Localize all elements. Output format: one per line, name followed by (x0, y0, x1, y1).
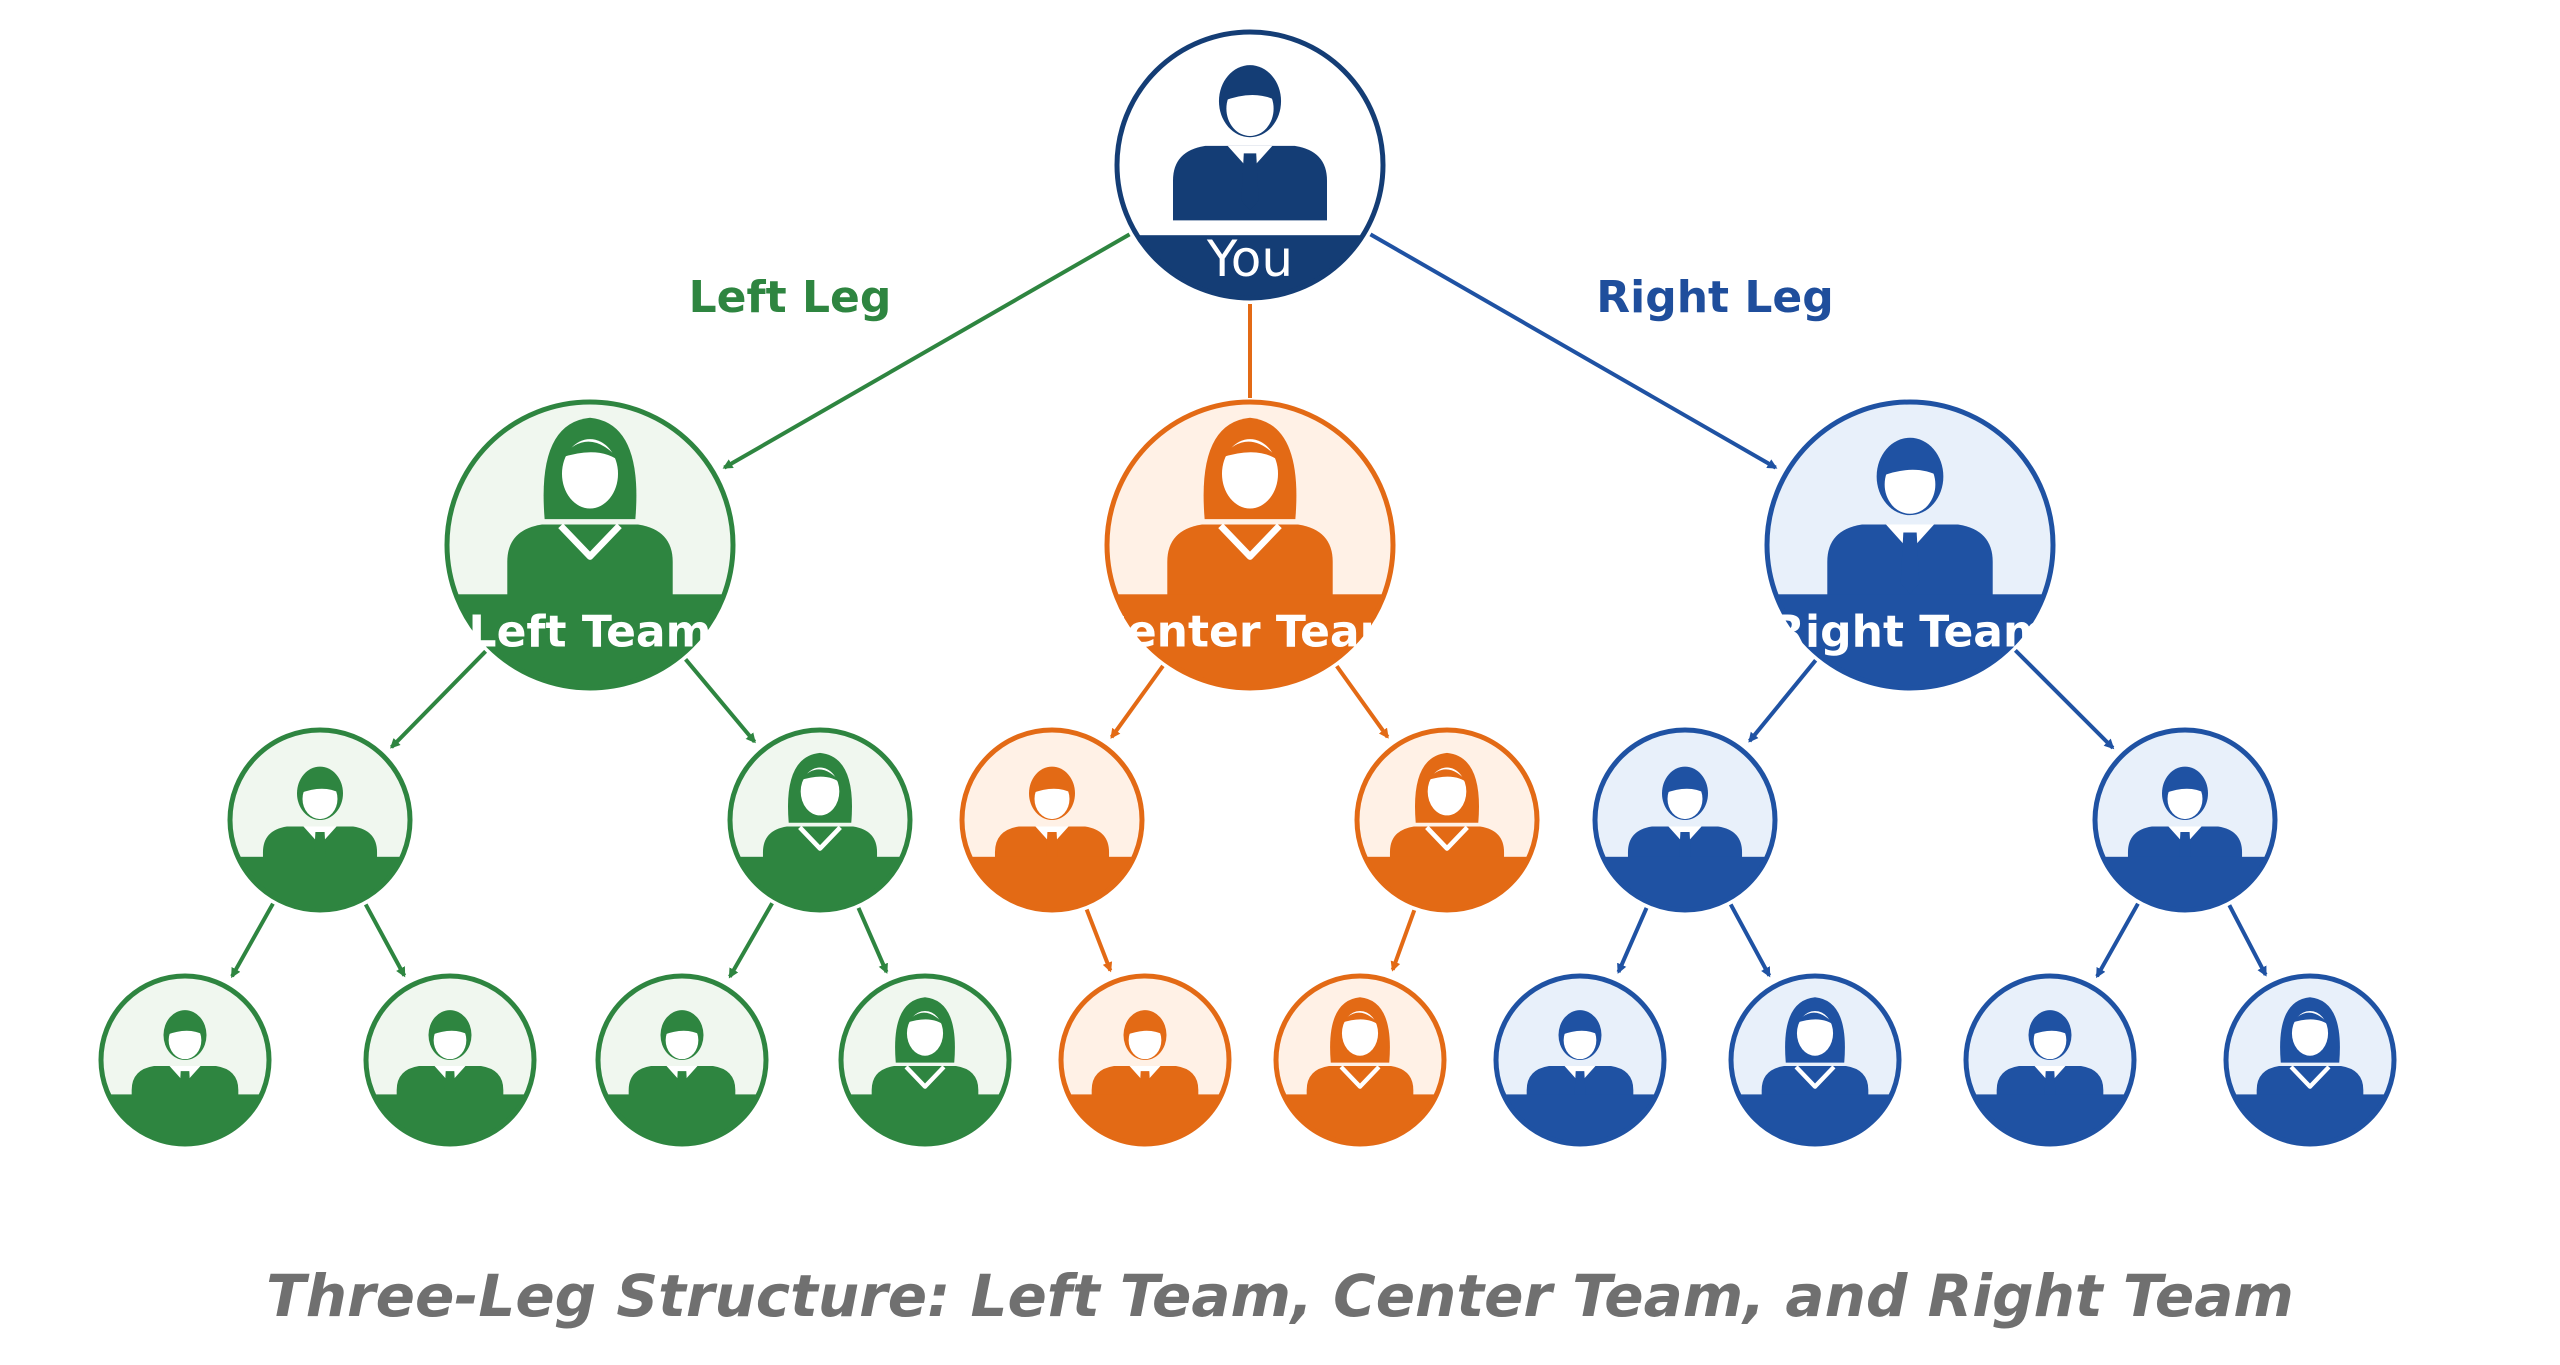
leg-label-layer: Left Leg Right Leg (689, 272, 1834, 323)
member-right-l2-1 (2092, 727, 2278, 913)
connector-left-l3-3 (856, 907, 889, 974)
connector-left-l3-2 (728, 902, 774, 979)
team-node-left: Left Team (444, 399, 736, 691)
connector-right-l3-3 (2227, 904, 2268, 977)
connector-root-right (1369, 232, 1778, 470)
member-right-l3-1 (1728, 973, 1902, 1147)
connector-center-l3-1 (1390, 909, 1417, 972)
member-right-l3-2 (1963, 973, 2137, 1147)
member-center-l2-0 (959, 727, 1145, 913)
man-icon (1172, 65, 1328, 221)
member-left-l3-0 (98, 973, 272, 1147)
connector-left-l3-0 (230, 902, 275, 979)
connector-left-l2-0 (390, 649, 488, 749)
connector-left-l2-1 (684, 658, 757, 744)
team-node-left-label: Left Team (469, 606, 712, 657)
team-node-right: Right Team (1764, 399, 2056, 691)
team-node-right-label: Right Team (1771, 606, 2049, 657)
leg-label-right: Right Leg (1596, 272, 1834, 323)
member-center-l2-1 (1354, 727, 1540, 913)
root-node-you: You (1114, 29, 1386, 301)
member-left-l2-0 (227, 727, 413, 913)
member-center-l3-0 (1058, 973, 1232, 1147)
member-center-l3-1 (1273, 973, 1447, 1147)
member-left-l3-3 (838, 973, 1012, 1147)
connector-center-l2-0 (1109, 664, 1165, 739)
connector-left-l3-1 (363, 903, 407, 978)
member-left-l3-1 (363, 973, 537, 1147)
member-left-l3-2 (595, 973, 769, 1147)
team-node-center-label: Center Team (1095, 606, 1406, 657)
diagram-caption: Three-Leg Structure: Left Team, Center T… (266, 1262, 2294, 1330)
woman-icon (507, 417, 673, 605)
connector-right-l3-0 (1616, 907, 1649, 974)
connector-right-l2-0 (1748, 659, 1818, 743)
team-node-center: Center Team (1095, 399, 1406, 691)
connector-root-left (722, 232, 1131, 470)
connector-right-l3-1 (1728, 903, 1772, 978)
connector-right-l2-1 (2013, 648, 2115, 750)
woman-icon (1167, 417, 1333, 605)
connector-layer (230, 232, 2268, 979)
leg-label-left: Left Leg (689, 272, 892, 323)
man-icon (1827, 437, 1993, 605)
connector-center-l3-0 (1084, 908, 1113, 973)
member-right-l2-0 (1592, 727, 1778, 913)
member-right-l3-0 (1493, 973, 1667, 1147)
member-right-l3-3 (2223, 973, 2397, 1147)
connector-right-l3-2 (2095, 902, 2140, 979)
root-node-you-label: You (1206, 230, 1293, 288)
connector-center-l2-1 (1335, 664, 1390, 739)
member-left-l2-1 (727, 727, 913, 913)
